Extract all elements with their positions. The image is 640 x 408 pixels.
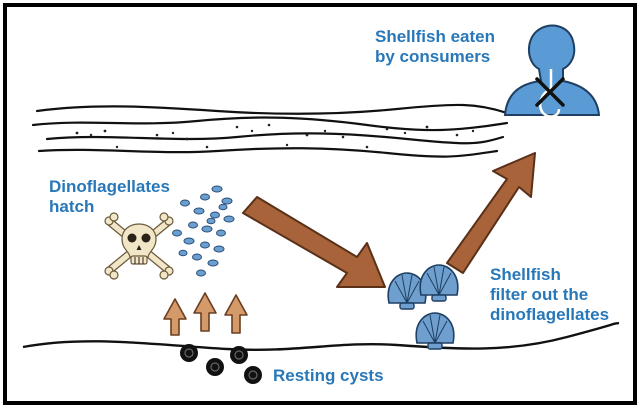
label-dinoflagellates-hatch: Dinoflagellates hatch	[49, 177, 170, 217]
water-speckles	[75, 123, 475, 149]
up-arrow-2	[193, 292, 217, 332]
scallop-shell-icon	[387, 272, 427, 310]
label-shellfish-eaten: Shellfish eaten by consumers	[375, 27, 495, 67]
label-line: Shellfish	[490, 265, 561, 284]
sea-floor	[22, 321, 620, 352]
resting-cysts	[180, 344, 262, 384]
up-arrow-3	[224, 294, 248, 334]
water-surface	[31, 103, 509, 158]
label-resting-cysts: Resting cysts	[273, 366, 384, 385]
stomach-cross-icon	[535, 77, 565, 107]
label-shellfish-filter: Shellfish filter out the dinoflagellates	[490, 265, 609, 325]
scallop-shell-icon	[419, 264, 459, 302]
illustration	[22, 24, 620, 384]
label-line: dinoflagellates	[490, 305, 610, 324]
up-arrow-1	[163, 298, 187, 336]
skull-and-crossbones-icon	[104, 212, 174, 280]
label-line: Shellfish eaten	[375, 27, 495, 46]
label-line: hatch	[49, 197, 95, 216]
arrow-to-consumer	[446, 152, 536, 274]
shellfish-group	[387, 264, 459, 350]
dinoflagellate-cluster	[172, 185, 235, 277]
label-line: Dinoflagellates	[49, 177, 170, 196]
label-line: filter out the	[490, 285, 589, 304]
human-torso-icon	[503, 24, 601, 118]
cyst-rise-arrows	[163, 292, 248, 336]
label-line: by consumers	[375, 47, 491, 66]
scallop-shell-icon	[415, 312, 455, 350]
diagram-frame: Shellfish eaten by consumers Dinoflagell…	[3, 3, 637, 405]
arrow-to-shellfish	[242, 196, 386, 288]
